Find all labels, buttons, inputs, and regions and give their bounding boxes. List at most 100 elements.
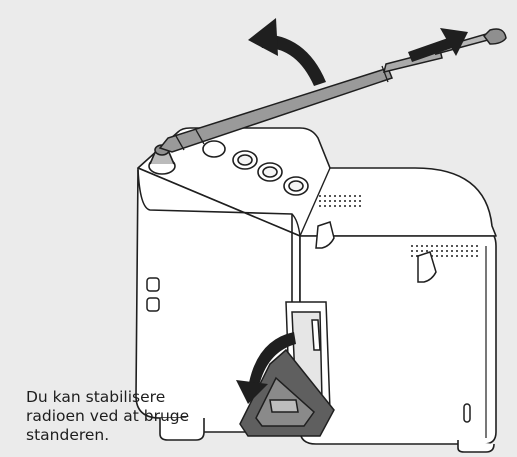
- grille-dot: [451, 250, 453, 252]
- grille-dot: [411, 255, 413, 257]
- grille-dot: [461, 245, 463, 247]
- radio-buttons: [202, 140, 309, 196]
- grille-dot: [456, 250, 458, 252]
- grille-dot: [344, 195, 346, 197]
- grille-dot: [354, 205, 356, 207]
- grille-dot: [319, 200, 321, 202]
- radio-right-panel: [299, 235, 497, 445]
- radio-right-edge: [485, 246, 487, 438]
- grille-dot: [324, 195, 326, 197]
- rotate-arrow-icon: [248, 18, 326, 86]
- grille-dot: [354, 200, 356, 202]
- radio-foot-left: [159, 418, 205, 441]
- grille-dot: [446, 245, 448, 247]
- grille-dot: [334, 195, 336, 197]
- grille-dot: [416, 245, 418, 247]
- grille-dot: [476, 250, 478, 252]
- grille-dot: [426, 250, 428, 252]
- unfold-arrow-icon: [236, 332, 296, 404]
- grille-dot: [344, 205, 346, 207]
- grille-dot: [441, 255, 443, 257]
- side-button-1: [146, 277, 160, 292]
- grille-dot: [471, 255, 473, 257]
- grille-dot: [334, 200, 336, 202]
- grille-dot: [339, 200, 341, 202]
- grille-dot: [344, 200, 346, 202]
- caption-line-3: standeren.: [26, 426, 110, 444]
- grille-dot: [446, 255, 448, 257]
- grille-dot: [334, 205, 336, 207]
- grille-dot: [349, 205, 351, 207]
- grille-dot: [456, 255, 458, 257]
- grille-dot: [436, 250, 438, 252]
- antenna-tip: [483, 28, 507, 45]
- grille-dot: [359, 200, 361, 202]
- clip-left: [315, 221, 335, 249]
- grille-dot: [446, 250, 448, 252]
- extend-arrow-icon: [408, 28, 468, 62]
- caption-line-1: Du kan stabilisere: [26, 388, 166, 406]
- grille-dot: [436, 245, 438, 247]
- grille-dot: [451, 245, 453, 247]
- grille-dot: [329, 200, 331, 202]
- clip-right: [417, 251, 437, 283]
- grille-dot: [431, 245, 433, 247]
- grille-dot: [441, 250, 443, 252]
- grille-dot: [461, 250, 463, 252]
- grille-dot: [441, 245, 443, 247]
- antenna-segment-1: [158, 67, 393, 153]
- grille-dot: [476, 255, 478, 257]
- grille-dot: [421, 250, 423, 252]
- radio-button: [283, 176, 309, 196]
- radio-clips: [315, 221, 437, 283]
- grille-dot: [349, 195, 351, 197]
- grille-dot: [319, 205, 321, 207]
- grille-dot: [349, 200, 351, 202]
- grille-dot: [431, 250, 433, 252]
- radio-seam: [291, 213, 301, 237]
- grille-dot: [359, 195, 361, 197]
- grille-dot: [466, 255, 468, 257]
- grille-dot: [324, 205, 326, 207]
- grille-dot: [339, 195, 341, 197]
- radio-button: [232, 150, 258, 170]
- grille-dot: [466, 250, 468, 252]
- antenna-base: [148, 144, 176, 175]
- grille-dot: [466, 245, 468, 247]
- grille-dot: [451, 255, 453, 257]
- grille-dot: [436, 255, 438, 257]
- grille-dot: [319, 195, 321, 197]
- grille-dot: [426, 245, 428, 247]
- side-button-2: [146, 297, 160, 312]
- grille-dot: [329, 205, 331, 207]
- grille-dot: [411, 250, 413, 252]
- side-buttons: [146, 277, 471, 423]
- stand-caption: Du kan stabilisere radioen ved at bruge …: [26, 388, 216, 445]
- speaker-grille-right: [411, 245, 478, 257]
- grille-dot: [329, 195, 331, 197]
- stand: [239, 348, 335, 437]
- radio-foot-right: [457, 440, 495, 453]
- grille-dot: [354, 195, 356, 197]
- caption-line-2: radioen ved at bruge: [26, 407, 190, 425]
- grille-dot: [339, 205, 341, 207]
- radio-top-face: [137, 127, 497, 237]
- grille-dot: [411, 245, 413, 247]
- grille-dot: [456, 245, 458, 247]
- side-slot: [463, 403, 471, 423]
- radio-top-divider: [299, 167, 331, 237]
- grille-dot: [471, 250, 473, 252]
- grille-dot: [324, 200, 326, 202]
- speaker-grille-top: [319, 195, 361, 207]
- radio-button: [202, 140, 226, 158]
- grille-dot: [421, 245, 423, 247]
- grille-dot: [416, 250, 418, 252]
- grille-dot: [359, 205, 361, 207]
- radio-left-panel-face: [137, 169, 293, 428]
- grille-dot: [461, 255, 463, 257]
- radio-button: [257, 162, 283, 182]
- radio-body: [135, 127, 497, 453]
- grille-dot: [471, 245, 473, 247]
